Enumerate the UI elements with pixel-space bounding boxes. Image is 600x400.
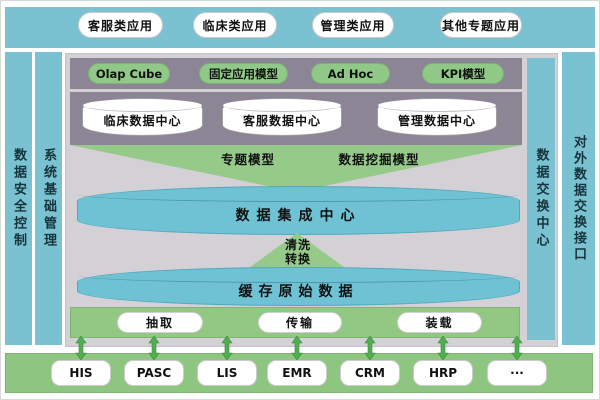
pill-olap-cube: Olap Cube [88, 63, 170, 84]
cleanse-transform-labels: 清洗 转换 [266, 238, 330, 266]
double-arrow-icon [148, 336, 160, 360]
sidebar-data-security-control: 数据安全控制 [5, 52, 32, 345]
source-box-crm: CRM [340, 360, 400, 386]
pill-kpi-model: KPI模型 [422, 63, 504, 84]
source-box-pasc: PASC [124, 360, 184, 386]
sidebar-data-exchange-center: 数据交换中心 [527, 58, 555, 340]
double-arrow-icon [364, 336, 376, 360]
app-box-other-topics: 其他专题应用 [440, 12, 522, 38]
pill-fixed-application-model: 固定应用模型 [199, 63, 288, 84]
sidebar-system-basic-management: 系统基础管理 [35, 52, 62, 345]
app-box-management: 管理类应用 [312, 12, 394, 38]
funnel-label-topic-model: 专题模型 [220, 152, 275, 167]
cached-raw-data-label: 缓存原始数据 [238, 283, 359, 300]
cylinder-customer-service-data-center: 客服数据中心 [222, 98, 342, 136]
source-box-emr: EMR [267, 360, 327, 386]
cylinder-management-data-center: 管理数据中心 [377, 98, 497, 136]
double-arrow-icon [437, 336, 449, 360]
etl-pill-extract: 抽取 [117, 312, 203, 333]
double-arrow-icon [75, 336, 87, 360]
etl-pill-transfer: 传输 [258, 312, 342, 333]
etl-pill-load: 装载 [397, 312, 482, 333]
cylinder-clinical-data-center: 临床数据中心 [82, 98, 203, 136]
app-box-customer-service: 客服类应用 [78, 12, 163, 38]
cleanse-label: 清洗 [284, 238, 311, 252]
cylinder-cached-raw-data: 缓存原始数据 [77, 267, 520, 306]
source-box-lis: LIS [197, 360, 257, 386]
source-box-ellipsis: ··· [487, 360, 547, 386]
double-arrow-icon [221, 336, 233, 360]
double-arrow-icon [291, 336, 303, 360]
sidebar-external-data-exchange-interface: 对外数据交换接口 [562, 52, 595, 345]
app-box-clinical: 临床类应用 [193, 12, 277, 38]
pill-ad-hoc: Ad Hoc [311, 63, 390, 84]
source-box-hrp: HRP [413, 360, 473, 386]
source-box-his: HIS [51, 360, 111, 386]
double-arrow-icon [511, 336, 523, 360]
data-integration-center-label: 数据集成中心 [235, 207, 362, 224]
cylinder-data-integration-center: 数据集成中心 [77, 186, 520, 235]
transform-label: 转换 [284, 252, 311, 266]
funnel-label-data-mining-model: 数据挖掘模型 [338, 152, 420, 167]
